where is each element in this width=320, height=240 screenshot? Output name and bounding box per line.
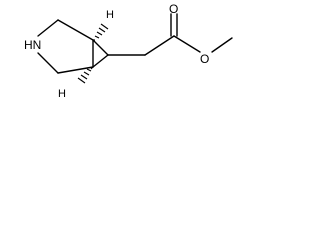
carbonyl-oxygen-label: O [169, 2, 178, 16]
bond-c2-c1 [57, 19, 94, 41]
stereo-hash-bond-top [93, 23, 109, 41]
stereo-h-bottom-label: H [58, 88, 66, 100]
bond-c4-c5 [57, 66, 94, 74]
nitrogen-label: HN [24, 38, 41, 52]
bond-ester-oxygen-methyl [211, 37, 233, 53]
ester-oxygen-label: O [200, 52, 209, 66]
bond-c4-n [37, 52, 59, 74]
bond-c1-c6 [92, 39, 109, 56]
bond-ch2-carbonyl [144, 35, 175, 56]
bond-c5-c6 [92, 54, 109, 68]
stereo-h-top-label: H [106, 9, 114, 21]
stereo-hash-bond-bottom [77, 66, 94, 84]
bond-c2-n [37, 19, 59, 37]
bond-carbonyl-oxygen-ester [173, 35, 201, 53]
chemical-structure-diagram: HN H H O O [24, 2, 233, 100]
